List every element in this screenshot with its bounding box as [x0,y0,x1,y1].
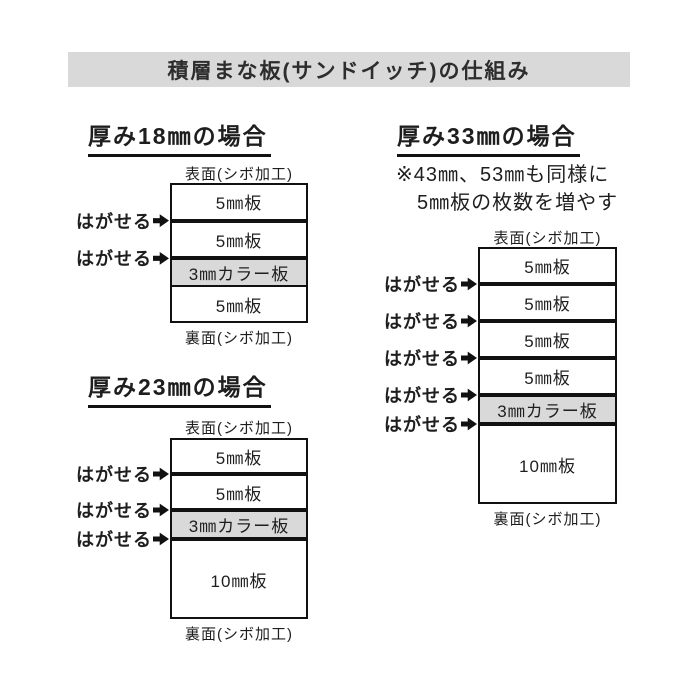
page-title: 積層まな板(サンドイッチ)の仕組み [68,52,630,87]
board-layer: 5㎜板 [215,232,263,251]
peelable-separator: はがせる [76,212,306,232]
peelable-separator: はがせる [384,386,615,406]
peel-callout: はがせる [384,382,477,408]
right-arrow-icon [461,417,477,431]
peel-callout: はがせる [76,497,169,523]
right-arrow-icon [153,503,169,517]
peel-callout: はがせる [384,345,477,371]
right-arrow-icon [153,251,169,265]
peel-label: はがせる [76,501,152,521]
note-same-for-43-53: ※43㎜、53㎜も同様に 5㎜板の枚数を増やす [396,161,618,217]
color-board-layer: 3㎜カラー板 [172,260,306,286]
peel-callout: はがせる [76,526,169,552]
peel-label: はがせる [384,349,460,369]
peel-callout: はがせる [76,245,169,271]
diagram-23mm-heading: 厚み23㎜の場合 [88,368,271,408]
surface-label: 表面(シボ加工) [185,420,293,437]
back-label: 裏面(シボ加工) [185,626,293,643]
right-arrow-icon [153,532,169,546]
peel-callout: はがせる [76,208,169,234]
board-layer: 5㎜板 [524,332,571,351]
peel-callout: はがせる [384,411,477,437]
peelable-separator: はがせる [76,249,306,269]
board-layer: 10㎜板 [519,456,576,476]
right-arrow-icon [461,388,477,402]
peel-label: はがせる [76,465,152,485]
back-label: 裏面(シボ加工) [185,330,293,347]
diagram-18mm-heading: 厚み18㎜の場合 [88,117,271,157]
note-line-2: 5㎜板の枚数を増やす [417,192,619,214]
board-layer: 5㎜板 [524,369,571,388]
board-layer: 5㎜板 [215,484,263,504]
peel-label: はがせる [384,415,460,435]
peelable-separator: はがせる [76,501,306,521]
peelable-separator: はがせる [384,349,615,369]
surface-label: 表面(シボ加工) [185,166,293,183]
peelable-separator: はがせる [76,465,306,485]
board-layer: 5㎜板 [215,448,263,468]
peelable-separator: はがせる [384,415,615,435]
board-layer: 5㎜板 [215,194,263,214]
diagram-33mm-heading: 厚み33㎜の場合 [397,117,580,157]
board-layer: 5㎜板 [524,258,571,277]
right-arrow-icon [461,351,477,365]
peel-callout: はがせる [76,461,169,487]
peel-label: はがせる [76,249,152,270]
peelable-separator: はがせる [76,530,306,550]
note-line-1: ※43㎜、53㎜も同様に [396,164,610,186]
peel-label: はがせる [76,211,152,232]
peel-callout: はがせる [384,308,477,334]
peel-label: はがせる [384,275,460,295]
right-arrow-icon [461,277,477,291]
peel-label: はがせる [76,530,152,550]
peel-callout: はがせる [384,271,477,297]
right-arrow-icon [461,314,477,328]
right-arrow-icon [153,214,169,228]
back-label: 裏面(シボ加工) [493,511,602,528]
color-board-layer: 3㎜カラー板 [172,512,306,537]
peel-label: はがせる [384,386,460,406]
bonded-separator [172,285,306,288]
peel-label: はがせる [384,312,460,332]
board-layer: 5㎜板 [215,296,263,316]
right-arrow-icon [153,467,169,481]
surface-label: 表面(シボ加工) [493,230,602,247]
board-layer: 10㎜板 [210,571,268,591]
board-layer: 5㎜板 [524,295,571,314]
peelable-separator: はがせる [384,275,615,295]
color-board-layer: 3㎜カラー板 [480,397,615,422]
peelable-separator: はがせる [384,312,615,332]
